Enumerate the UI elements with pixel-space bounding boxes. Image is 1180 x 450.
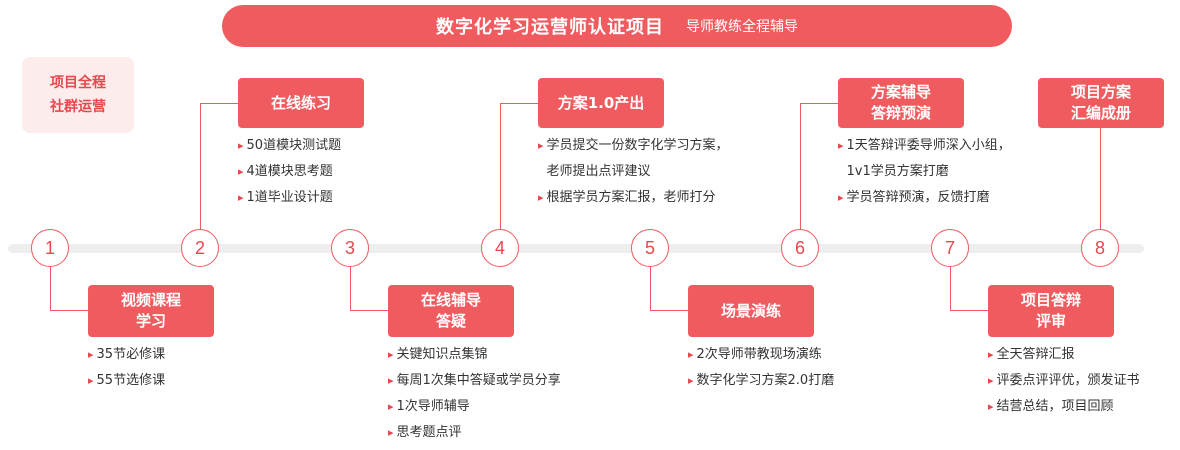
stage-box-7: 项目答辩评审: [988, 285, 1114, 337]
list-item: 55节选修课: [88, 368, 166, 394]
list-item: 1天答辩评委导师深入小组，: [838, 133, 1011, 159]
stage-label-line: 项目答辩: [1020, 291, 1081, 309]
list-item: 1道毕业设计题: [238, 185, 341, 211]
step-circle-4: 4: [481, 229, 519, 267]
detail-list-4: 学员提交一份数字化学习方案， 老师提出点评建议根据学员方案汇报，老师打分: [538, 133, 729, 211]
connector-line-2: [200, 103, 238, 229]
list-item: 结营总结，项目回顾: [988, 394, 1140, 420]
detail-list-7: 全天答辩汇报评委点评评优，颁发证书结营总结，项目回顾: [988, 342, 1140, 420]
stage-label-line: 评审: [1035, 312, 1066, 330]
detail-list-2: 50道模块测试题4道模块思考题1道毕业设计题: [238, 133, 342, 211]
stage-box-2: 在线练习: [238, 78, 364, 128]
stage-label-line: 视频课程: [120, 291, 181, 309]
stage-box-1: 视频课程学习: [88, 285, 214, 337]
list-item: 关键知识点集锦: [388, 342, 561, 368]
step-number: 5: [644, 237, 655, 258]
list-item: 学员答辩预演，反馈打磨: [838, 185, 1011, 211]
community-line-2: 社群运营: [50, 99, 106, 115]
list-item: 4道模块思考题: [238, 159, 341, 185]
stage-label-line: 项目方案: [1070, 83, 1131, 101]
list-item: 35节必修课: [88, 342, 166, 368]
step-circle-5: 5: [631, 229, 669, 267]
list-item: 评委点评评优，颁发证书: [988, 368, 1140, 394]
community-badge: 项目全程 社群运营: [22, 57, 134, 133]
connector-line-3: [350, 267, 388, 311]
list-item: 根据学员方案汇报，老师打分: [538, 185, 729, 211]
detail-list-6: 1天答辩评委导师深入小组， 1v1学员方案打磨学员答辩预演，反馈打磨: [838, 133, 1011, 211]
stage-label-line: 方案1.0产出: [557, 93, 645, 112]
list-item: 每周1次集中答疑或学员分享: [388, 368, 561, 394]
list-item: 学员提交一份数字化学习方案，: [538, 133, 729, 159]
community-line-1: 项目全程: [50, 75, 106, 91]
stage-box-5: 场景演练: [688, 285, 814, 337]
step-number: 3: [344, 237, 355, 258]
connector-line-1: [50, 267, 88, 311]
stage-label-line: 在线辅导: [420, 291, 481, 309]
step-number: 1: [44, 237, 55, 258]
header-banner: 数字化学习运营师认证项目 导师教练全程辅导: [222, 5, 1012, 47]
step-number: 8: [1094, 237, 1105, 258]
stage-box-6: 方案辅导答辩预演: [838, 78, 964, 128]
stage-label-line: 在线练习: [270, 93, 331, 112]
connector-line-6: [800, 103, 838, 229]
list-item: 数字化学习方案2.0打磨: [688, 368, 835, 394]
detail-list-3: 关键知识点集锦每周1次集中答疑或学员分享1次导师辅导思考题点评: [388, 342, 561, 446]
step-circle-3: 3: [331, 229, 369, 267]
stage-label-line: 汇编成册: [1070, 104, 1131, 122]
stage-label-line: 场景演练: [720, 301, 781, 320]
detail-list-1: 35节必修课55节选修课: [88, 342, 166, 394]
program-title: 数字化学习运营师认证项目: [436, 17, 664, 38]
connector-line-4: [500, 103, 538, 229]
step-circle-8: 8: [1081, 229, 1119, 267]
program-subtitle: 导师教练全程辅导: [686, 19, 798, 35]
connector-line-7: [950, 267, 988, 311]
step-circle-1: 1: [31, 229, 69, 267]
stage-label-line: 学习: [135, 312, 166, 330]
step-circle-2: 2: [181, 229, 219, 267]
stage-label-line: 答疑: [435, 312, 466, 330]
list-item: 思考题点评: [388, 420, 561, 446]
step-circle-7: 7: [931, 229, 969, 267]
list-item: 老师提出点评建议: [546, 164, 651, 179]
stage-label-line: 答辩预演: [870, 104, 931, 122]
step-number: 4: [494, 237, 505, 258]
stage-box-3: 在线辅导答疑: [388, 285, 514, 337]
list-item: 50道模块测试题: [238, 133, 342, 159]
stage-box-4: 方案1.0产出: [538, 78, 664, 128]
step-number: 6: [794, 237, 805, 258]
list-item: 1v1学员方案打磨: [846, 164, 949, 179]
step-number: 2: [194, 237, 205, 258]
stage-box-8: 项目方案汇编成册: [1038, 78, 1164, 128]
stage-label-line: 方案辅导: [870, 83, 931, 101]
list-item: 全天答辩汇报: [988, 342, 1140, 368]
list-item: 1次导师辅导: [388, 394, 561, 420]
detail-list-5: 2次导师带教现场演练数字化学习方案2.0打磨: [688, 342, 835, 394]
step-circle-6: 6: [781, 229, 819, 267]
connector-line-8: [1100, 128, 1101, 229]
connector-line-5: [650, 267, 688, 311]
list-item: 2次导师带教现场演练: [688, 342, 834, 368]
step-number: 7: [944, 237, 955, 258]
timeline-track: [8, 244, 1144, 253]
